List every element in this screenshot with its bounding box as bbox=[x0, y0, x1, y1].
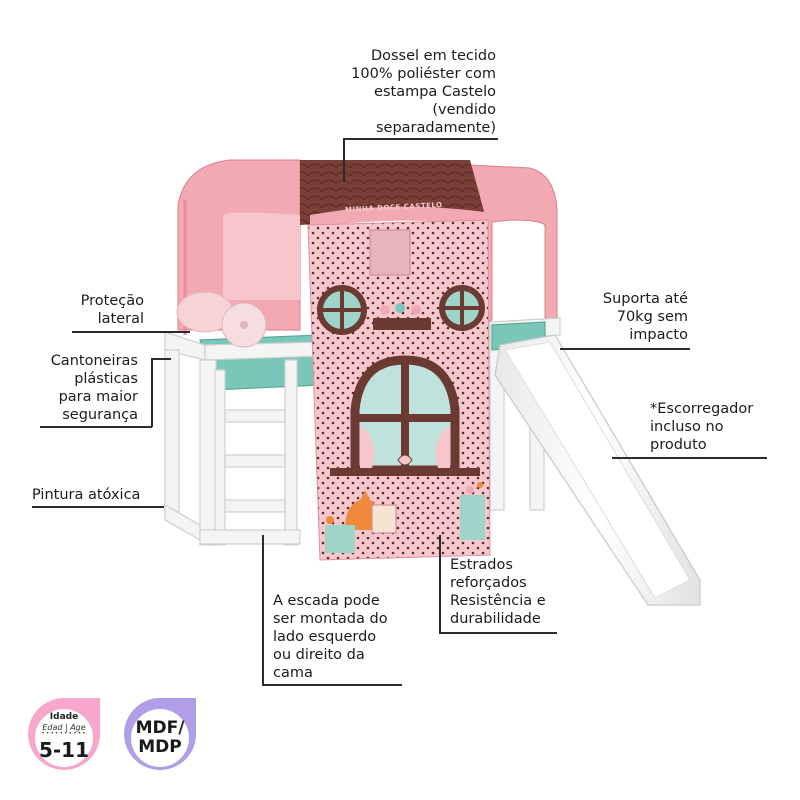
callout-paint-line: Pintura atóxica bbox=[32, 487, 141, 503]
leader-slats-v bbox=[439, 535, 441, 633]
callout-canopy-line: Dossel em tecido bbox=[370, 48, 496, 64]
callout-slats-line: durabilidade bbox=[450, 611, 541, 627]
callout-slats-line: reforçados bbox=[450, 575, 527, 591]
callout-canopy-line: separadamente) bbox=[375, 120, 496, 136]
age-badge-subtitle: Edad | Age bbox=[42, 723, 86, 732]
callout-canopy-line: estampa Castelo bbox=[374, 84, 496, 100]
callout-corners: Cantoneiras plásticas para maior seguran… bbox=[51, 352, 138, 424]
callout-slide-line: produto bbox=[650, 437, 707, 453]
leader-canopy-h bbox=[343, 138, 498, 140]
callout-side-protection: Proteção lateral bbox=[81, 292, 144, 328]
leader-corners-h1 bbox=[40, 426, 152, 428]
callout-corners-line: Cantoneiras bbox=[50, 353, 138, 369]
callout-corners-line: segurança bbox=[62, 407, 138, 423]
callout-corners-line: para maior bbox=[58, 389, 138, 405]
callout-side-protection-line: Proteção bbox=[80, 293, 144, 309]
leader-canopy-v bbox=[343, 138, 345, 182]
age-badge-value: 5-11 bbox=[38, 738, 90, 762]
callout-ladder-line: A escada pode bbox=[273, 593, 380, 609]
callout-ladder: A escada pode ser montada do lado esquer… bbox=[273, 592, 388, 682]
callout-slide-line: incluso no bbox=[650, 419, 724, 435]
material-badge-shape bbox=[124, 698, 196, 770]
callout-canopy-line: (vendido bbox=[432, 102, 496, 118]
callout-side-protection-line: lateral bbox=[97, 311, 144, 327]
callout-slats: Estrados reforçados Resistência e durabi… bbox=[450, 556, 546, 628]
material-badge-line2: MDP bbox=[138, 737, 182, 757]
callout-ladder-line: lado esquerdo bbox=[273, 629, 377, 645]
bed-frame bbox=[164, 317, 561, 546]
material-badge-line1: MDF/ bbox=[135, 718, 185, 738]
callout-slide-line: *Escorregador bbox=[650, 401, 754, 417]
leader-slats-h bbox=[439, 632, 557, 634]
callout-support-line: impacto bbox=[629, 327, 688, 343]
leader-support bbox=[560, 348, 690, 350]
canopy-right-arch bbox=[469, 164, 558, 336]
callout-slide: *Escorregador incluso no produto bbox=[650, 400, 753, 454]
age-badge-dots: •••••••••• bbox=[41, 730, 87, 737]
callout-slats-line: Resistência e bbox=[450, 593, 546, 609]
callout-corners-line: plásticas bbox=[74, 371, 138, 387]
callout-canopy-line: 100% poliéster com bbox=[351, 66, 496, 82]
age-badge-title: Idade bbox=[49, 712, 79, 722]
age-badge-shape bbox=[28, 698, 100, 770]
callout-support-line: 70kg sem bbox=[616, 309, 688, 325]
callout-ladder-line: ou direito da bbox=[273, 647, 365, 663]
leader-corners-v bbox=[151, 358, 153, 427]
leader-slide bbox=[612, 457, 767, 459]
material-badge: MDF/ MDP bbox=[118, 694, 202, 778]
callout-ladder-line: cama bbox=[273, 665, 313, 681]
pillows bbox=[176, 291, 267, 348]
age-badge: Idade Edad | Age •••••••••• 5-11 bbox=[22, 694, 106, 778]
leader-ladder-h bbox=[262, 684, 402, 686]
callout-support: Suporta até 70kg sem impacto bbox=[603, 290, 688, 344]
callout-paint: Pintura atóxica bbox=[32, 486, 140, 504]
tent-curtain bbox=[300, 160, 491, 561]
leader-side-protection bbox=[72, 331, 190, 333]
leader-ladder-v bbox=[262, 535, 264, 685]
leader-paint bbox=[32, 506, 164, 508]
callout-ladder-line: ser montada do bbox=[273, 611, 388, 627]
leader-corners-h2 bbox=[151, 358, 171, 360]
callout-support-line: Suporta até bbox=[602, 291, 688, 307]
callout-slats-line: Estrados bbox=[450, 557, 513, 573]
callout-canopy: Dossel em tecido 100% poliéster com esta… bbox=[351, 47, 496, 137]
slide bbox=[494, 334, 701, 606]
